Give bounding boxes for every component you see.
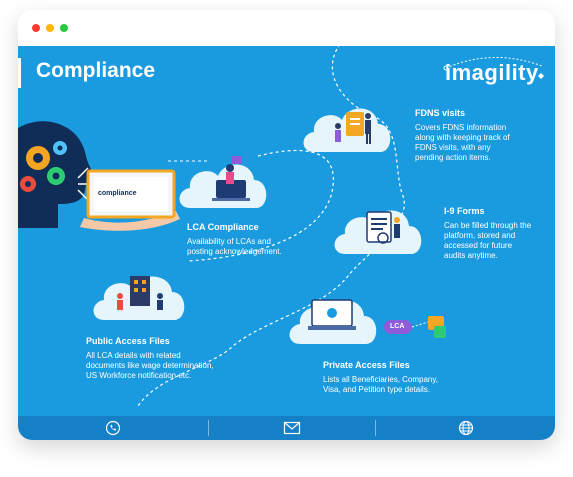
close-window-button[interactable] <box>32 24 40 32</box>
lca-title: LCA Compliance <box>187 222 259 232</box>
public-access-title: Public Access Files <box>86 336 170 346</box>
fdns-description: Covers FDNS information along with keepi… <box>415 123 510 162</box>
maximize-window-button[interactable] <box>60 24 68 32</box>
footer-divider <box>375 420 376 436</box>
website-button[interactable] <box>376 416 555 440</box>
i9-description: Can be filled through the platform, stor… <box>444 221 532 260</box>
private-access-description: Lists all Beneficiaries, Company, Visa, … <box>323 375 439 394</box>
public-access-cloud <box>93 276 185 320</box>
mail-icon <box>283 421 301 435</box>
globe-icon <box>458 420 473 436</box>
page-title: Compliance <box>36 59 156 82</box>
compliance-slide: Compliance imagility <box>18 46 555 416</box>
title-accent-bar <box>18 58 21 88</box>
public-access-description: All LCA details with related documents l… <box>86 351 214 380</box>
fdns-title: FDNS visits <box>415 108 466 118</box>
private-access-cloud <box>289 299 377 344</box>
brand-logo: imagility <box>445 60 539 85</box>
minimize-window-button[interactable] <box>46 24 54 32</box>
logo-swoosh-icon <box>443 56 544 79</box>
compliance-document-illustration <box>80 169 180 231</box>
email-button[interactable] <box>209 416 375 440</box>
phone-icon <box>105 420 121 436</box>
head-gears-illustration <box>18 121 92 228</box>
i9-title: I-9 Forms <box>444 206 485 216</box>
i9-cloud <box>334 210 422 254</box>
lca-badge: LCA <box>390 323 405 330</box>
lca-flow-illustration <box>384 316 446 338</box>
phone-button[interactable] <box>18 416 208 440</box>
title-bar <box>18 10 555 46</box>
private-access-title: Private Access Files <box>323 360 410 370</box>
footer-divider <box>208 420 209 436</box>
app-window: Compliance imagility <box>18 10 555 440</box>
lca-description: Availability of LCAs and posting acknowl… <box>187 237 282 256</box>
contact-footer <box>18 416 555 440</box>
fdns-cloud <box>303 108 391 152</box>
lca-cloud <box>179 156 267 208</box>
compliance-card-label: compliance <box>98 190 137 197</box>
